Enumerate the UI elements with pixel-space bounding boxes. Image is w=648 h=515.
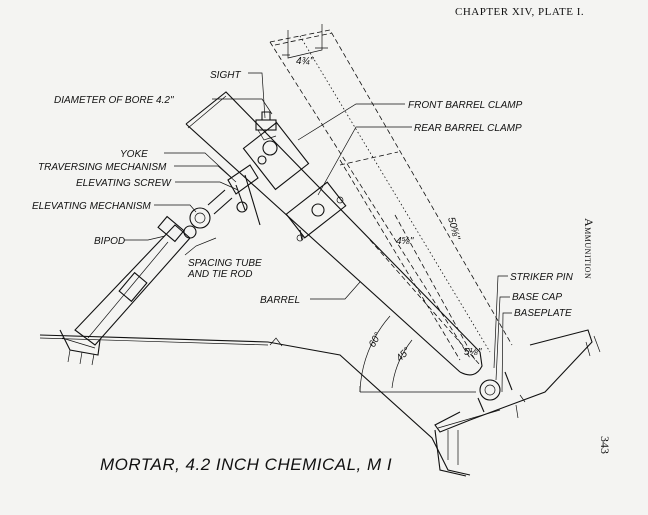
elevating-mechanism — [183, 164, 259, 239]
label-elevating-mechanism: ELEVATING MECHANISM — [32, 201, 151, 212]
dim-length: 50⅝" — [445, 216, 462, 242]
phantom-barrel-45 — [339, 159, 481, 366]
label-bipod: BIPOD — [94, 236, 125, 247]
label-tie-rod: AND TIE ROD — [187, 269, 252, 280]
baseplate — [434, 329, 601, 477]
barrel-clamp-assembly — [242, 121, 347, 242]
label-elevating-screw: ELEVATING SCREW — [76, 178, 172, 189]
label-base-cap: BASE CAP — [512, 292, 562, 303]
bipod — [59, 215, 191, 366]
dim-angle-45: 45° — [394, 346, 412, 364]
dim-mid-width: 4⅝" — [396, 236, 414, 247]
barrel-tube — [185, 91, 483, 376]
dim-top-width: 4¾" — [296, 56, 314, 67]
label-front-barrel-clamp: FRONT BARREL CLAMP — [408, 100, 523, 111]
dim-angle-60: 60° — [367, 331, 384, 350]
dim-bottom-width: 5⅛" — [464, 347, 482, 358]
leader-lines — [124, 24, 512, 393]
sight — [255, 111, 277, 141]
label-yoke: YOKE — [120, 149, 148, 160]
label-barrel: BARREL — [260, 295, 300, 306]
angle-arcs — [359, 315, 476, 393]
phantom-barrel-60 — [269, 29, 513, 359]
chapter-plate-header: CHAPTER XIV, PLATE I. — [455, 6, 585, 18]
label-traversing-mechanism: TRAVERSING MECHANISM — [38, 162, 167, 173]
ground-line — [39, 334, 471, 476]
label-spacing-tube: SPACING TUBE — [188, 258, 262, 269]
label-baseplate: BASEPLATE — [514, 308, 572, 319]
label-diameter-of-bore: DIAMETER OF BORE 4.2" — [54, 95, 174, 106]
label-rear-barrel-clamp: REAR BARREL CLAMP — [414, 123, 522, 134]
figure-caption: MORTAR, 4.2 INCH CHEMICAL, M I — [100, 455, 393, 474]
label-sight: SIGHT — [210, 70, 241, 81]
label-striker-pin: STRIKER PIN — [510, 272, 574, 283]
